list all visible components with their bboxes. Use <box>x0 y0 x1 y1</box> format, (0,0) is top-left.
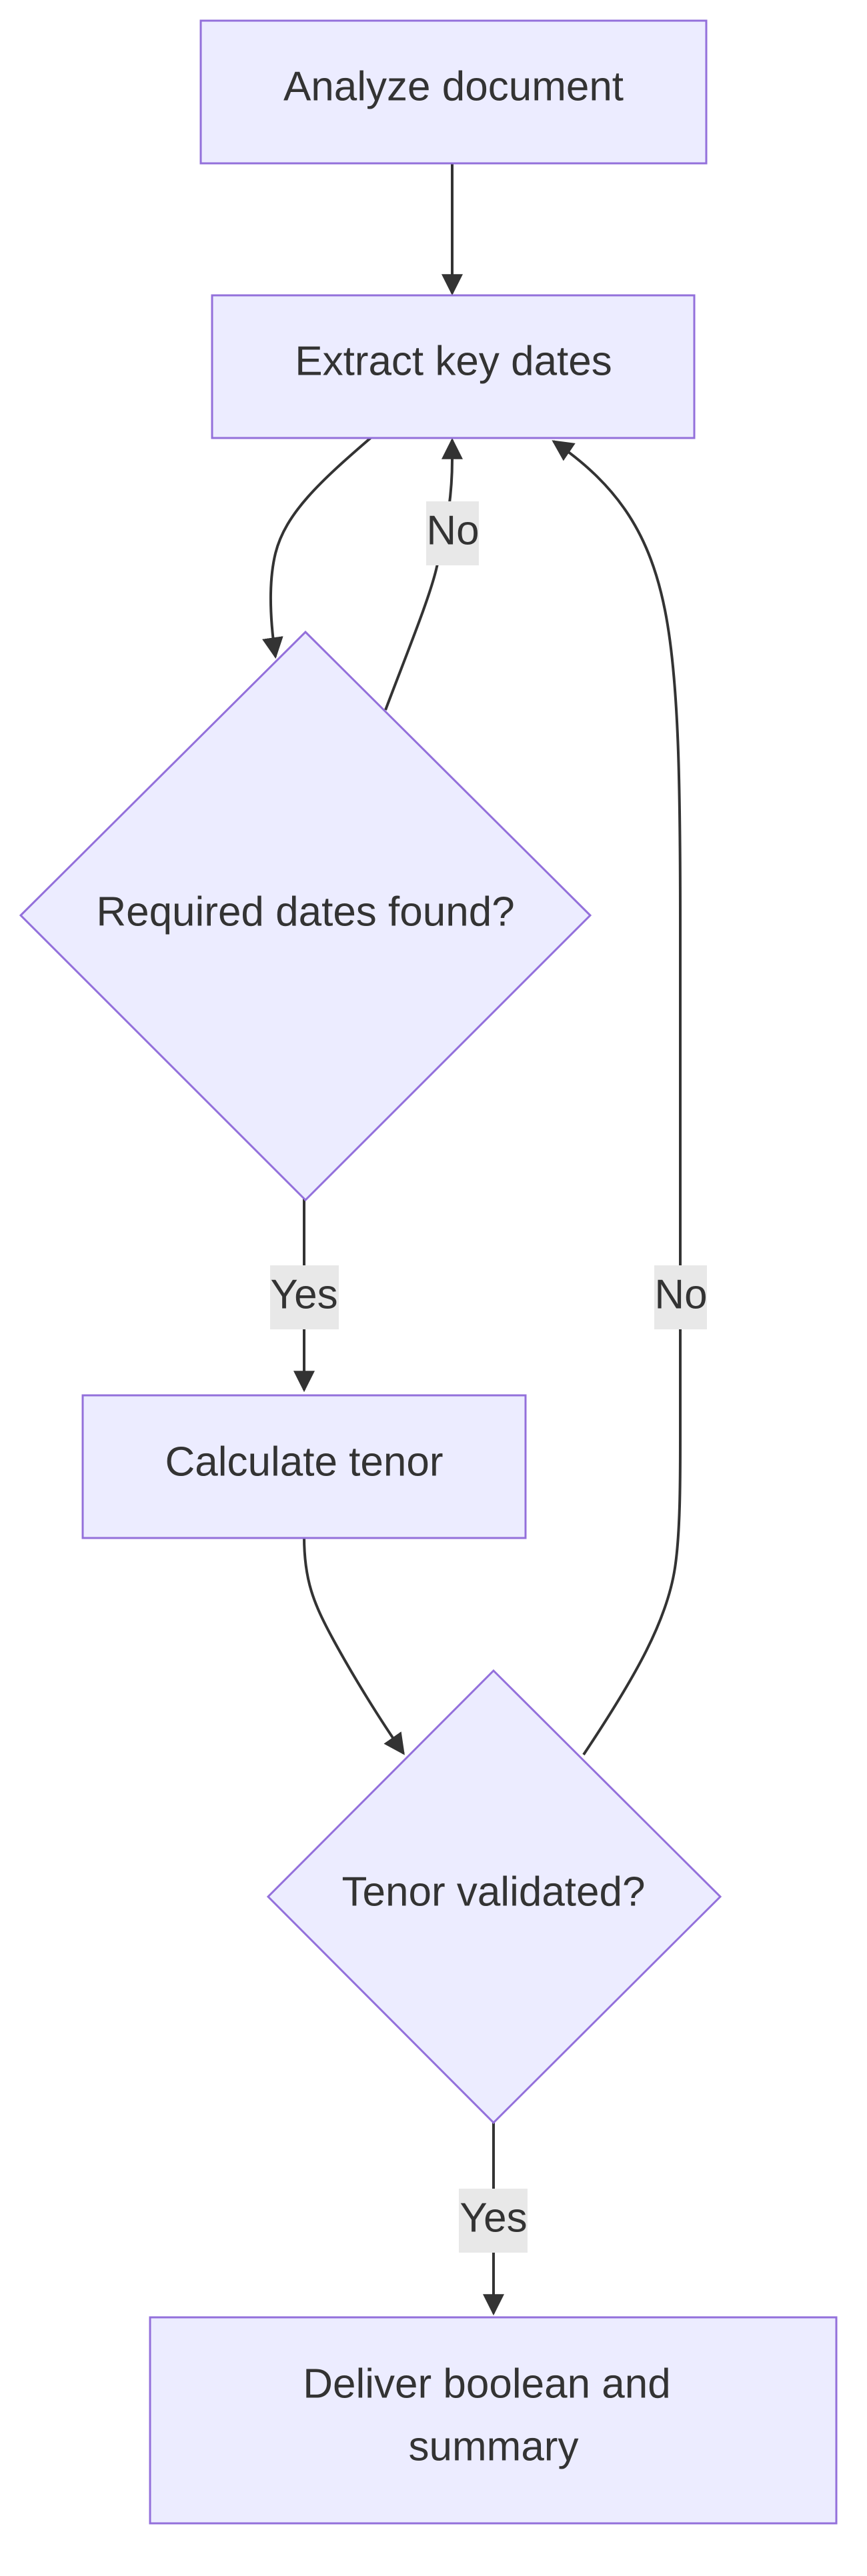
node-extract-key-dates-label: Extract key dates <box>295 338 612 384</box>
node-calculate-tenor-box <box>81 1394 527 1539</box>
node-deliver-label-line1: Deliver boolean and <box>303 2361 671 2407</box>
edge-label-dates-no: No <box>426 501 480 565</box>
edge-label-dates-yes: Yes <box>270 1265 339 1329</box>
node-analyze-document[interactable]: Analyze document <box>199 19 708 165</box>
edge-label-tenor-no-bg <box>654 1265 707 1329</box>
node-extract-key-dates-box <box>211 294 696 439</box>
node-required-dates-found-label: Required dates found? <box>96 889 514 935</box>
edge-label-tenor-no: No <box>654 1265 708 1329</box>
node-deliver-box <box>149 2316 838 2525</box>
node-deliver-label-line2: summary <box>409 2423 579 2469</box>
node-extract-key-dates[interactable]: Extract key dates <box>211 294 696 439</box>
edge-label-dates-no-text: No <box>426 507 479 553</box>
edge-label-tenor-no-text: No <box>654 1271 707 1317</box>
node-tenor-validated-label: Tenor validated? <box>342 1869 646 1915</box>
edge-dates-found-no-to-extract <box>384 437 463 711</box>
edge-label-dates-yes-text: Yes <box>270 1271 337 1317</box>
node-deliver-boolean-and-summary[interactable]: Deliver boolean and summary <box>149 2316 838 2525</box>
edge-label-dates-yes-bg <box>270 1265 339 1329</box>
edge-calculate-to-validated <box>303 1536 405 1755</box>
node-required-dates-found[interactable]: Required dates found? <box>19 630 592 1202</box>
edge-label-tenor-yes-bg <box>459 2189 528 2253</box>
node-required-dates-found-diamond <box>19 630 592 1202</box>
edge-label-tenor-yes: Yes <box>459 2189 528 2253</box>
node-analyze-document-label: Analyze document <box>283 63 624 109</box>
node-tenor-validated[interactable]: Tenor validated? <box>266 1669 722 2125</box>
edges <box>262 163 682 2316</box>
node-calculate-tenor[interactable]: Calculate tenor <box>81 1394 527 1539</box>
node-tenor-validated-diamond <box>266 1669 722 2125</box>
node-calculate-tenor-label: Calculate tenor <box>165 1439 443 1485</box>
node-analyze-document-box <box>199 19 708 165</box>
edge-label-tenor-yes-text: Yes <box>460 2195 527 2241</box>
edge-label-dates-no-bg <box>426 501 479 565</box>
edge-validated-no-to-extract <box>552 440 682 1756</box>
edge-extract-to-dates-found <box>262 435 373 659</box>
